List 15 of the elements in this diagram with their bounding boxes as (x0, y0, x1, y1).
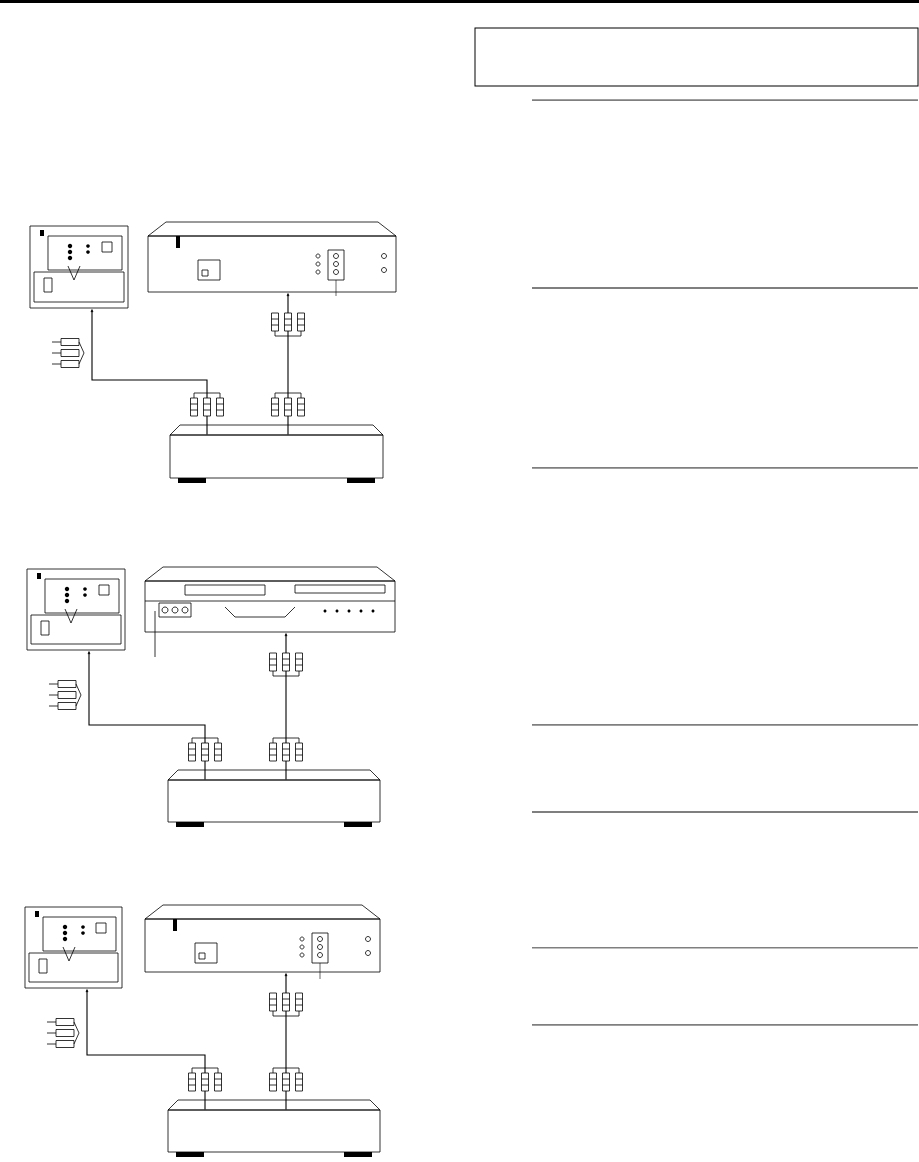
recorder-drawing (144, 566, 396, 658)
cable-arrow (284, 973, 288, 1111)
tv-drawing (26, 568, 126, 651)
tv-drawing (29, 225, 129, 309)
tv-drawing (24, 906, 123, 989)
recorder-drawing (144, 904, 381, 980)
cable-arrow (85, 989, 206, 1111)
cable-arrow (284, 633, 288, 781)
receiver-drawing (167, 769, 381, 827)
cable-arrow (90, 309, 208, 436)
cable-arrow (286, 293, 290, 436)
recorder-drawing (147, 221, 397, 297)
cable-arrow (87, 651, 206, 781)
receiver-drawing (169, 424, 384, 483)
receiver-drawing (167, 1099, 381, 1157)
